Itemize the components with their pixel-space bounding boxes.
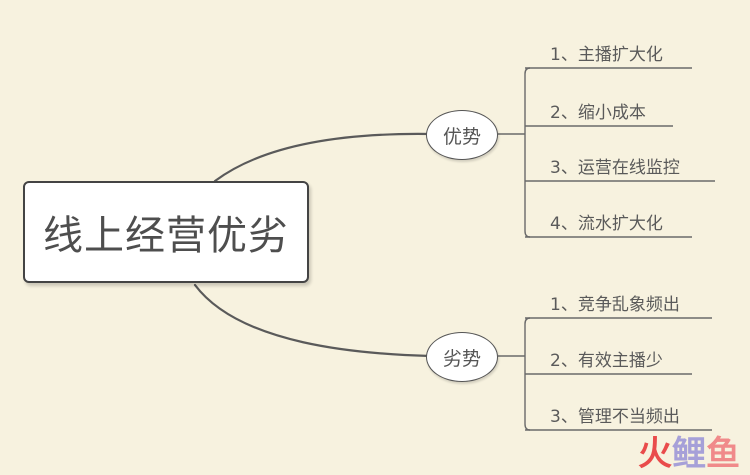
leaf-adv-3[interactable]: 3、运营在线监控 [550, 158, 680, 178]
branch-label-disadvantages: 劣势 [442, 347, 481, 370]
root-label: 线上经营优劣 [43, 213, 289, 259]
leaf-adv-1[interactable]: 1、主播扩大化 [550, 45, 663, 65]
branch-node-advantages[interactable]: 优势 [426, 110, 498, 160]
watermark-char-3: 鱼 [706, 434, 740, 474]
root-node[interactable]: 线上经营优劣 [23, 181, 309, 283]
branch-label-advantages: 优势 [442, 125, 481, 148]
leaf-dis-3[interactable]: 3、管理不当频出 [550, 407, 680, 427]
watermark-char-1: 火 [638, 434, 672, 474]
connector-adv-bracket [524, 67, 531, 238]
connector-root-advantages [213, 132, 432, 183]
leaf-adv-2[interactable]: 2、缩小成本 [550, 103, 646, 123]
connector-root-disadvantages [193, 283, 432, 358]
leaf-dis-2[interactable]: 2、有效主播少 [550, 351, 663, 371]
watermark-logo: 火鲤鱼 [638, 426, 740, 474]
leaf-adv-4[interactable]: 4、流水扩大化 [550, 214, 663, 234]
branch-node-disadvantages[interactable]: 劣势 [426, 332, 498, 382]
leaf-dis-1[interactable]: 1、竞争乱象频出 [550, 295, 680, 315]
watermark-char-2: 鲤 [672, 434, 706, 474]
